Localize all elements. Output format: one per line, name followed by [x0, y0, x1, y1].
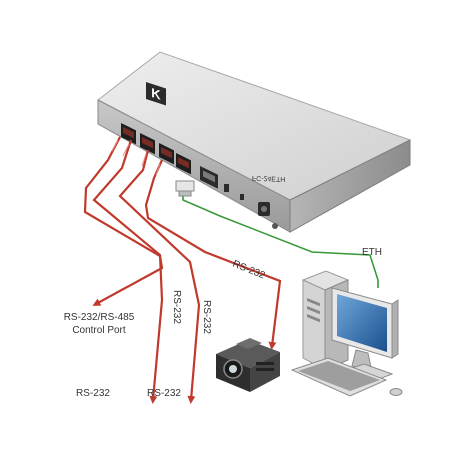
monitor-screen — [337, 294, 387, 352]
eth-label: ETH — [362, 247, 382, 258]
control-port-cable — [83, 136, 164, 306]
port-2-connector-icon — [142, 136, 153, 149]
power-connector[interactable] — [258, 202, 270, 216]
mouse — [389, 388, 403, 396]
projector-icon — [216, 338, 280, 392]
port-3-connector-icon — [161, 146, 172, 159]
port-2[interactable] — [140, 133, 155, 155]
rs232-cable-1 — [92, 139, 164, 404]
control-port-label-line1: RS-232/RS-485 — [64, 312, 135, 323]
port-4-connector-icon — [178, 156, 189, 169]
rs232-bottom-label-2: RS-232 — [147, 388, 181, 399]
port-bank — [121, 122, 191, 175]
serial-cables — [83, 136, 282, 404]
ethernet-plug — [175, 180, 195, 197]
rs232-bottom-label-1: RS-232 — [76, 388, 110, 399]
control-port-label-line2: Control Port — [72, 325, 126, 336]
device-side-face — [289, 139, 411, 233]
rs232-projector-label: RS-232 — [231, 259, 267, 282]
wire-ends — [111, 139, 161, 176]
mounting-screw-icon — [272, 223, 278, 229]
ethernet-port[interactable] — [200, 166, 218, 189]
port-3[interactable] — [159, 142, 174, 165]
rs232-vertical-label-2: RS-232 — [201, 300, 212, 334]
desktop-computer-icon — [290, 270, 403, 397]
rs232-vertical-label-1: RS-232 — [171, 290, 182, 324]
status-led — [240, 194, 244, 200]
brand-mark: K — [151, 85, 161, 103]
reset-button[interactable] — [224, 184, 229, 192]
port-1-connector-icon — [123, 126, 134, 139]
brand-logo: K — [146, 82, 166, 106]
rs232-cable-2 — [118, 149, 201, 404]
gateway-device: K FC-24ETH — [97, 51, 412, 233]
model-label: FC-24ETH — [252, 174, 286, 182]
port-1[interactable] — [121, 122, 136, 145]
ethernet-cable — [182, 196, 379, 288]
port-4[interactable] — [176, 152, 191, 175]
rs232-cable-3 — [144, 159, 282, 350]
